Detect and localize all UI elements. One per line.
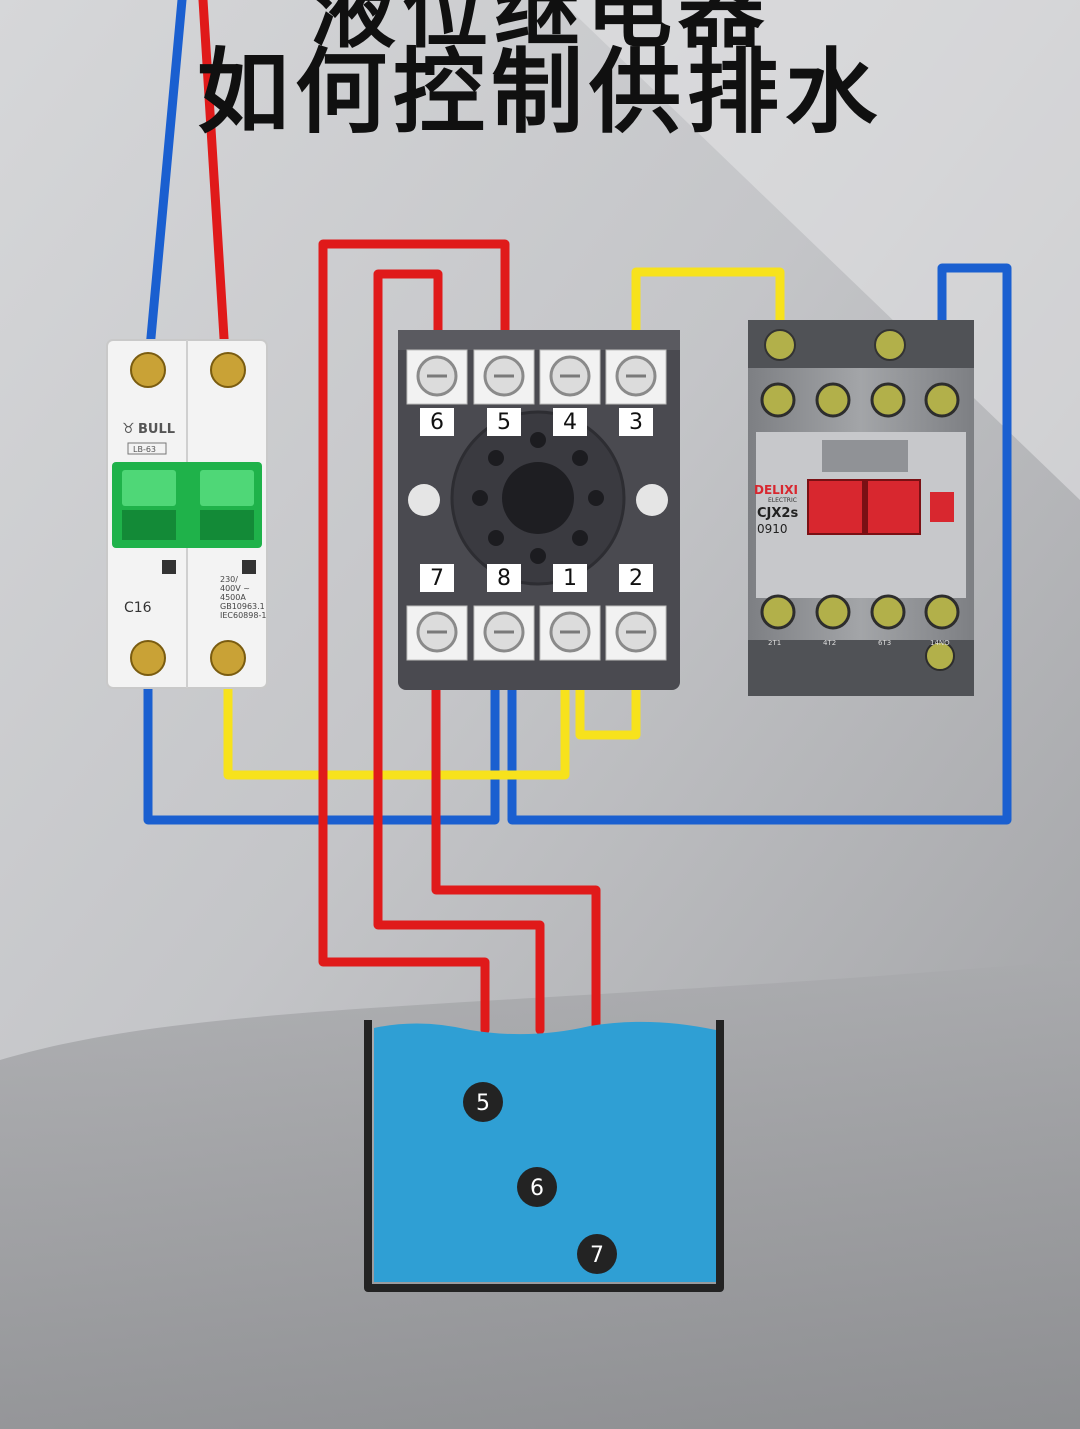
breaker-screw-icon[interactable] (130, 640, 166, 676)
relay-top-terminal-5[interactable]: 5 (473, 349, 535, 436)
relay-socket-hole (502, 462, 574, 534)
breaker-toggle-right[interactable] (200, 470, 254, 506)
probe-7[interactable]: 7 (577, 1234, 617, 1274)
breaker-indicator-right (242, 560, 256, 574)
contactor-top-screws (760, 382, 960, 418)
terminal-number: 8 (497, 566, 511, 591)
probe-7-marker (577, 1234, 617, 1274)
relay-top-rail (398, 330, 680, 350)
relay-top-terminal-4[interactable]: 4 (539, 349, 601, 436)
relay-bottom-terminals: 7 8 1 2 (406, 564, 667, 661)
breaker-specs: 230/ 400V ~ 4500A GB10963.1 IEC60898-1 (220, 575, 266, 620)
probe-5-marker (463, 1082, 503, 1122)
breaker-toggle-left[interactable] (122, 470, 176, 506)
probe-6[interactable]: 6 (517, 1167, 557, 1207)
breaker-spec-line: 4500A (220, 593, 246, 602)
relay-to-contactor-wire (631, 267, 785, 375)
bull-logo-icon: ♉ (122, 421, 135, 437)
terminal-number: 7 (430, 566, 444, 591)
supply-live-wire (198, 0, 231, 375)
probe-5[interactable]: 5 (463, 1082, 503, 1122)
contactor-model: CJX2s (757, 506, 798, 521)
relay-bottom-terminal-7[interactable]: 7 (406, 564, 468, 661)
contactor-bottom-screws (760, 594, 960, 671)
relay-jumper-wire (575, 655, 641, 740)
contactor-coil-screw-icon[interactable] (764, 329, 796, 361)
terminal-label-box (619, 408, 653, 436)
live-to-relay-wire (223, 655, 570, 780)
contactor-bottom-labels: 2T1 4T2 6T3 14NO (768, 639, 950, 647)
terminal-number: 5 (497, 410, 511, 435)
contactor-terminal-label: 6T3 (878, 639, 891, 647)
breaker-model-box (127, 442, 167, 455)
terminal-label-box (553, 408, 587, 436)
supply-neutral-wire (143, 0, 187, 375)
contactor-code: 0910 (757, 522, 788, 536)
breaker-spec-line: GB10963.1 (220, 602, 265, 611)
title-line-1: 液位继电器 (310, 0, 770, 60)
breaker-indicator-left (162, 560, 176, 574)
relay-pin-holes (472, 432, 604, 564)
contactor-terminal-label: 14NO (930, 639, 950, 647)
contactor-sub: ELECTRIC (768, 497, 797, 504)
probe-6-label: 6 (530, 1176, 544, 1201)
circuit-breaker: ♉ BULL LB-63 C16 230/ 400V ~ 4500A GB109… (106, 339, 268, 689)
breaker-spec-line: 400V ~ (220, 584, 250, 593)
tank-walls (364, 1020, 724, 1292)
breaker-toggle-left-base (122, 510, 176, 540)
contactor-window (822, 440, 908, 472)
relay-top-terminals: 6 5 4 3 (406, 349, 667, 436)
probe-6-marker (517, 1167, 557, 1207)
probe-6-wire (373, 269, 545, 1035)
breaker-screw-icon[interactable] (210, 352, 246, 388)
breaker-screw-icon[interactable] (210, 640, 246, 676)
probe-7-label: 7 (590, 1243, 604, 1268)
contactor-armature-split (862, 480, 868, 534)
terminal-number: 1 (563, 566, 577, 591)
breaker-spec-line: 230/ (220, 575, 238, 584)
contactor: DELIXI ELECTRIC CJX2s 0910 2T1 4T2 6T3 1… (748, 320, 974, 696)
terminal-number: 3 (629, 410, 643, 435)
terminal-number: 2 (629, 566, 643, 591)
contactor-indicator (930, 492, 954, 522)
contactor-brand: DELIXI (754, 483, 798, 497)
contactor-terminal-label: 4T2 (823, 639, 836, 647)
relay-bottom-terminal-2[interactable]: 2 (605, 564, 667, 661)
level-relay-socket: 6 5 4 3 7 8 1 2 (398, 330, 680, 690)
tank-water (374, 1021, 716, 1282)
water-tank: 5 6 7 (364, 1020, 724, 1292)
terminal-label-box (619, 564, 653, 592)
terminal-label-box (420, 564, 454, 592)
probe-7-wire (431, 655, 601, 1035)
terminal-label-box (553, 564, 587, 592)
wires (143, 0, 1012, 1035)
relay-bottom-terminal-1[interactable]: 1 (539, 564, 601, 661)
breaker-rating: C16 (124, 600, 152, 616)
relay-top-terminal-3[interactable]: 3 (605, 349, 667, 436)
breaker-model: LB-63 (133, 445, 156, 454)
probe-5-wire (318, 239, 510, 1035)
terminal-label-box (420, 408, 454, 436)
terminal-label-box (487, 564, 521, 592)
relay-mount-hole (636, 484, 668, 516)
probe-5-label: 5 (476, 1091, 490, 1116)
contactor-terminal-label: 2T1 (768, 639, 781, 647)
neutral-to-contactor-wire (507, 263, 1012, 825)
breaker-screw-icon[interactable] (130, 352, 166, 388)
breaker-brand: BULL (138, 422, 175, 437)
relay-bottom-terminal-8[interactable]: 8 (473, 564, 535, 661)
terminal-number: 4 (563, 410, 577, 435)
relay-top-terminal-6[interactable]: 6 (406, 349, 468, 436)
terminal-label-box (487, 408, 521, 436)
breaker-toggle-right-base (200, 510, 254, 540)
title-line-2: 如何控制供排水 (196, 39, 883, 146)
contactor-screw-icon[interactable] (874, 329, 906, 361)
terminal-number: 6 (430, 410, 444, 435)
breaker-spec-line: IEC60898-1 (220, 611, 266, 620)
relay-mount-hole (408, 484, 440, 516)
